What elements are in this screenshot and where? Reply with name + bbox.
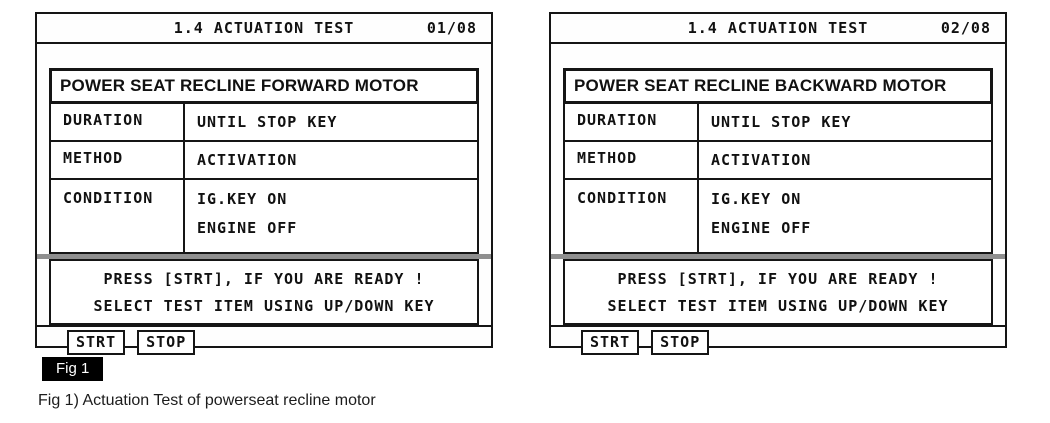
value-line: UNTIL STOP KEY xyxy=(197,113,338,131)
value-line: ENGINE OFF xyxy=(711,219,812,237)
button-bar: STRT STOP xyxy=(37,325,491,357)
test-parameters-table: DURATION UNTIL STOP KEY METHOD ACTIVATIO… xyxy=(563,104,993,254)
table-row-condition: CONDITION IG.KEY ON ENGINE OFF xyxy=(51,178,477,252)
message-box: PRESS [STRT], IF YOU ARE READY ! SELECT … xyxy=(49,259,479,325)
page-indicator: 02/08 xyxy=(940,19,991,37)
page-indicator: 01/08 xyxy=(426,19,477,37)
value-line: ACTIVATION xyxy=(711,151,812,169)
scan-tool-screen-backward: 1.4 ACTUATION TEST 02/08 POWER SEAT RECL… xyxy=(549,12,1007,355)
title-bar: 1.4 ACTUATION TEST 01/08 xyxy=(37,14,491,44)
value-line: IG.KEY ON xyxy=(197,190,288,208)
separator xyxy=(37,254,491,259)
message-line: SELECT TEST ITEM USING UP/DOWN KEY xyxy=(93,296,435,315)
screen-body: POWER SEAT RECLINE FORWARD MOTOR DURATIO… xyxy=(37,44,491,325)
message-line: SELECT TEST ITEM USING UP/DOWN KEY xyxy=(607,296,949,315)
value-line: UNTIL STOP KEY xyxy=(711,113,852,131)
figure-badge: Fig 1 xyxy=(42,357,104,381)
figure-caption: Fig 1) Actuation Test of powerseat recli… xyxy=(38,392,376,409)
table-row-method: METHOD ACTIVATION xyxy=(51,140,477,178)
value-line: IG.KEY ON xyxy=(711,190,802,208)
param-value: UNTIL STOP KEY xyxy=(699,104,991,140)
param-label: METHOD xyxy=(51,142,185,178)
test-parameters-table: DURATION UNTIL STOP KEY METHOD ACTIVATIO… xyxy=(49,104,479,254)
param-label: METHOD xyxy=(565,142,699,178)
table-row-condition: CONDITION IG.KEY ON ENGINE OFF xyxy=(565,178,991,252)
param-value: ACTIVATION xyxy=(185,142,477,178)
strt-button[interactable]: STRT xyxy=(581,329,640,355)
param-label: DURATION xyxy=(565,104,699,140)
param-label: CONDITION xyxy=(565,180,699,252)
param-value: IG.KEY ON ENGINE OFF xyxy=(185,180,477,252)
test-item-header: POWER SEAT RECLINE FORWARD MOTOR xyxy=(49,68,479,104)
title-bar: 1.4 ACTUATION TEST 02/08 xyxy=(551,14,1005,44)
button-bar: STRT STOP xyxy=(551,325,1005,357)
separator xyxy=(551,254,1005,259)
stop-button[interactable]: STOP xyxy=(137,329,196,355)
test-item-name: POWER SEAT RECLINE FORWARD MOTOR xyxy=(60,76,419,95)
table-row-duration: DURATION UNTIL STOP KEY xyxy=(565,104,991,140)
message-line: PRESS [STRT], IF YOU ARE READY ! xyxy=(617,269,939,288)
param-value: IG.KEY ON ENGINE OFF xyxy=(699,180,991,252)
test-item-name: POWER SEAT RECLINE BACKWARD MOTOR xyxy=(574,76,947,95)
strt-button[interactable]: STRT xyxy=(67,329,126,355)
value-line: ACTIVATION xyxy=(197,151,298,169)
screen-title: 1.4 ACTUATION TEST xyxy=(687,19,869,37)
test-item-header: POWER SEAT RECLINE BACKWARD MOTOR xyxy=(563,68,993,104)
message-line: PRESS [STRT], IF YOU ARE READY ! xyxy=(103,269,425,288)
table-row-duration: DURATION UNTIL STOP KEY xyxy=(51,104,477,140)
param-value: ACTIVATION xyxy=(699,142,991,178)
screen-body: POWER SEAT RECLINE BACKWARD MOTOR DURATI… xyxy=(551,44,1005,325)
stop-button[interactable]: STOP xyxy=(651,329,710,355)
scan-tool-screen-forward: 1.4 ACTUATION TEST 01/08 POWER SEAT RECL… xyxy=(35,12,493,355)
param-label: DURATION xyxy=(51,104,185,140)
param-value: UNTIL STOP KEY xyxy=(185,104,477,140)
value-line: ENGINE OFF xyxy=(197,219,298,237)
screen-title: 1.4 ACTUATION TEST xyxy=(173,19,355,37)
param-label: CONDITION xyxy=(51,180,185,252)
message-box: PRESS [STRT], IF YOU ARE READY ! SELECT … xyxy=(563,259,993,325)
table-row-method: METHOD ACTIVATION xyxy=(565,140,991,178)
